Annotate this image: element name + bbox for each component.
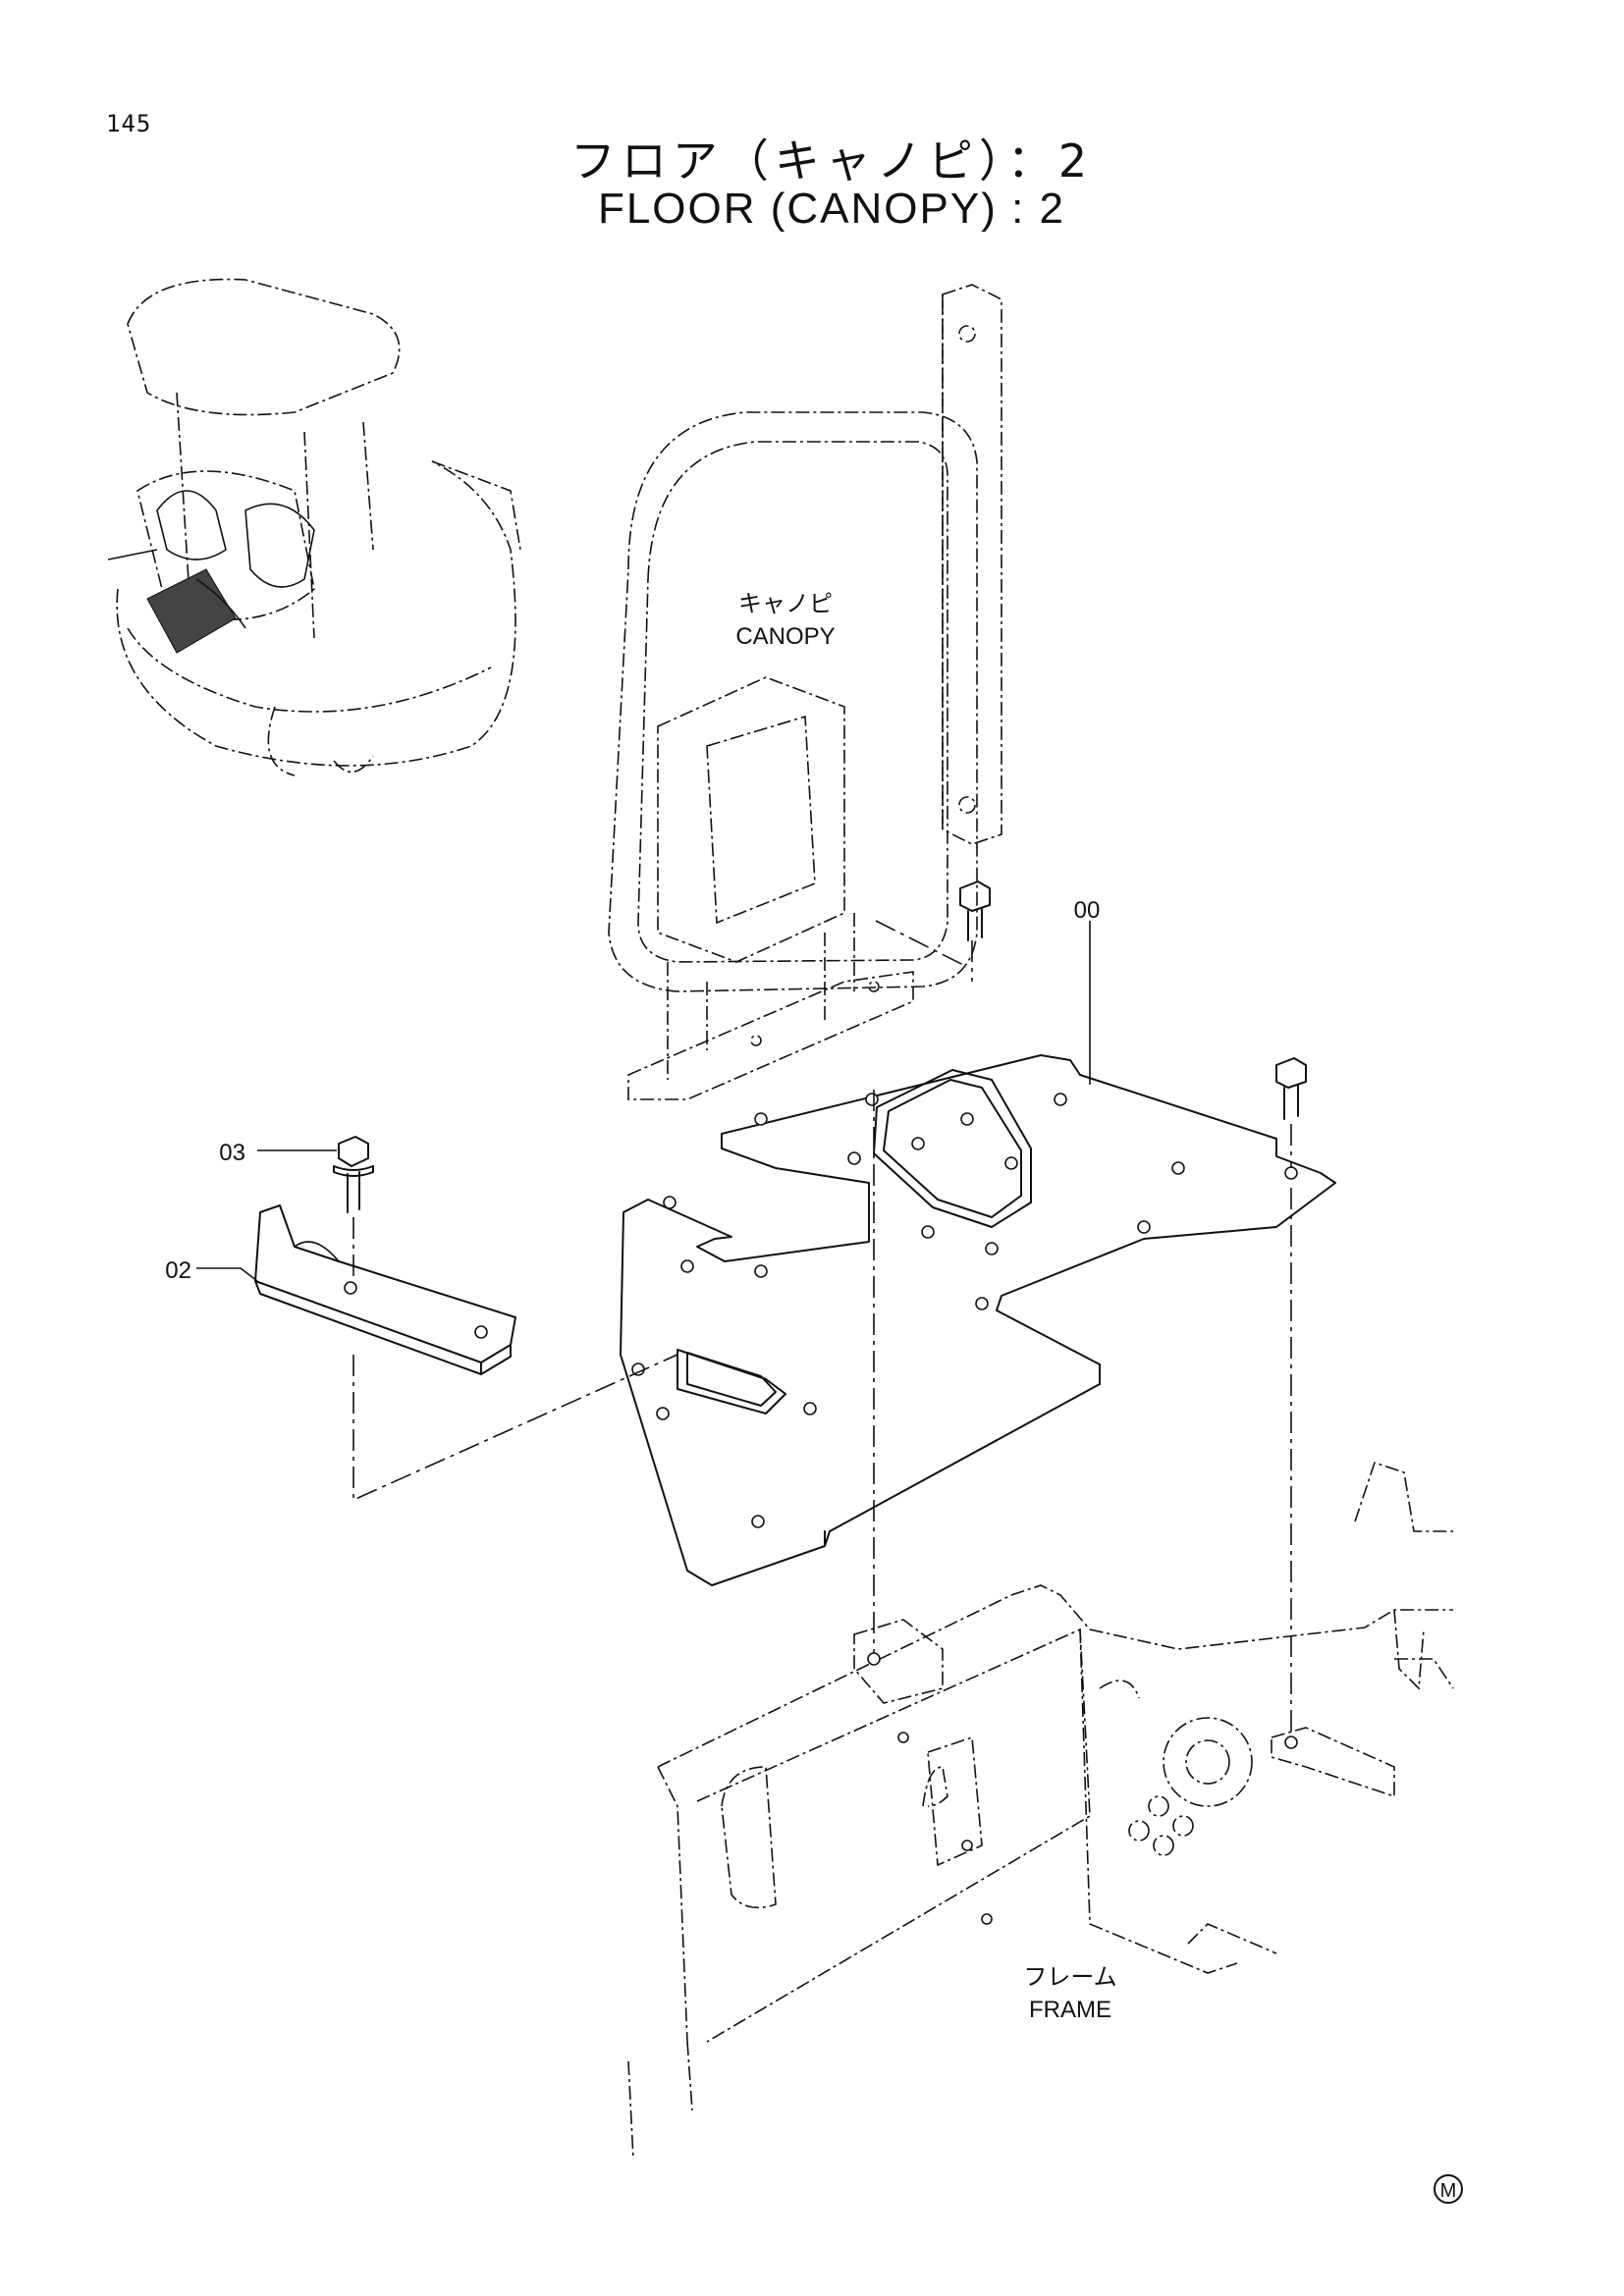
frame-assembly — [627, 1461, 1454, 2161]
frame-label-japanese: フレーム — [1023, 1964, 1116, 1991]
mark-letter: M — [1440, 2180, 1457, 2202]
manufacturer-mark: M — [1434, 2174, 1463, 2204]
bolt-canopy-mount — [875, 881, 991, 982]
page-number: 145 — [106, 110, 152, 137]
alignment-line-bracket — [352, 1354, 678, 1502]
canopy-label-japanese: キャノピ — [738, 591, 833, 617]
canopy-assembly — [608, 284, 1002, 1100]
page-title-english: FLOOR (CANOPY) : 2 — [597, 185, 1066, 233]
frame-label-english: FRAME — [1029, 1997, 1111, 2023]
bolt-part-03 — [333, 1136, 374, 1276]
callout-03: 03 — [219, 1140, 245, 1166]
callout-00: 00 — [1074, 897, 1101, 924]
canopy-label-english: CANOPY — [735, 623, 835, 650]
machine-overview-illustration — [107, 278, 521, 776]
bolt-floor-right — [1275, 1057, 1307, 1747]
bracket-part-02 — [254, 1204, 516, 1375]
floor-plate-part-00 — [620, 1054, 1336, 1586]
callout-02: 02 — [165, 1257, 191, 1284]
callout-leader-02 — [196, 1267, 258, 1282]
page-title-japanese: フロア（キャノピ）：2 — [569, 134, 1094, 187]
